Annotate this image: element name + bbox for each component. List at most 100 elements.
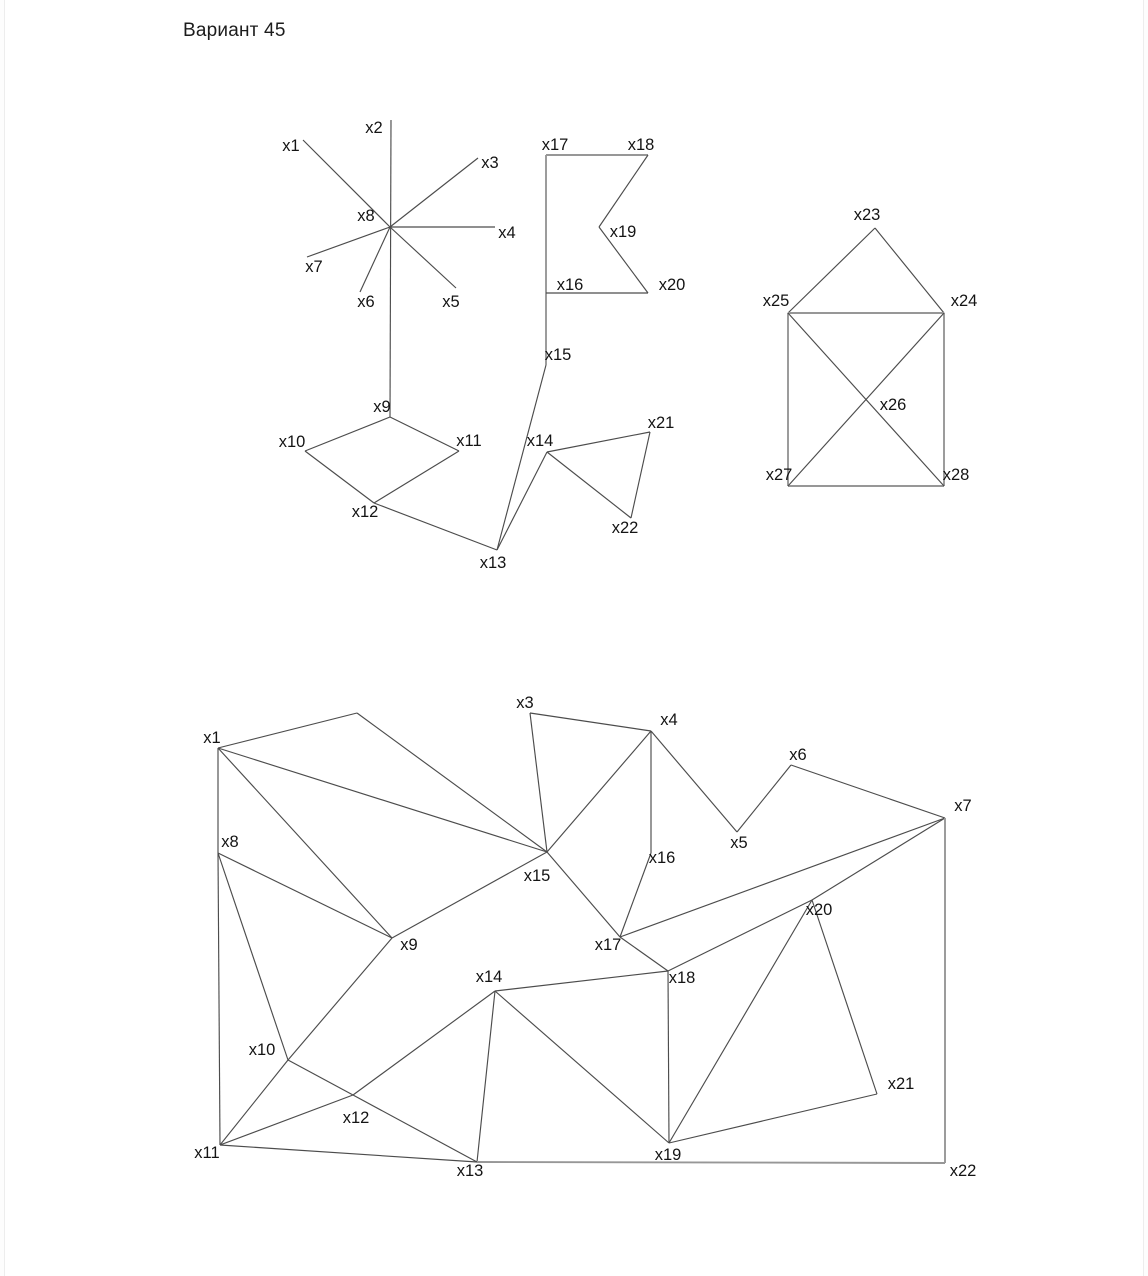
vertex-label-star-chain-flag-x1: x1 (282, 137, 299, 155)
edge-x19-x21 (668, 1093, 878, 1144)
vertex-label-main-graph-x4: x4 (660, 711, 677, 729)
edge-x5-x6 (736, 764, 792, 833)
edge-bend-x15 (356, 712, 548, 853)
vertex-label-star-chain-flag-x8: x8 (357, 207, 374, 225)
vertex-label-main-graph-x21: x21 (888, 1075, 915, 1093)
vertex-label-main-graph-x20: x20 (806, 901, 833, 919)
vertex-label-star-chain-flag-x16: x16 (557, 276, 584, 294)
vertex-label-main-graph-x9: x9 (400, 936, 417, 954)
vertex-label-main-graph-x7: x7 (954, 797, 971, 815)
edge-x12-x13 (352, 1094, 478, 1163)
edge-x1-x9 (217, 747, 393, 939)
vertex-label-star-chain-flag-x3: x3 (481, 154, 498, 172)
vertex-label-house-x23: x23 (854, 206, 881, 224)
vertex-label-star-chain-flag-x4: x4 (498, 224, 515, 242)
edge-x8-x11 (217, 852, 221, 1146)
vertex-label-main-graph-x1: x1 (203, 729, 220, 747)
vertex-label-main-graph-x13: x13 (457, 1162, 484, 1180)
edge-x19-x20 (668, 899, 813, 1144)
edge-x9-x11 (389, 416, 460, 452)
vertex-label-main-graph-x8: x8 (221, 833, 238, 851)
edge-center-tip3 (389, 157, 479, 228)
edge-x13-x14 (496, 451, 548, 551)
edge-x8-x9 (217, 852, 393, 939)
vertex-label-house-x26: x26 (880, 396, 907, 414)
edge-x9-x10 (287, 937, 393, 1061)
vertex-label-house-x27: x27 (766, 466, 793, 484)
vertex-label-star-chain-flag-x17: x17 (542, 136, 569, 154)
vertex-label-main-graph-x14: x14 (476, 968, 503, 986)
edge-x1-bend (217, 712, 358, 749)
edge-x10-x12 (287, 1059, 354, 1096)
vertex-label-star-chain-flag-x6: x6 (357, 293, 374, 311)
edge-x9-x10 (304, 416, 391, 452)
vertex-label-main-graph-x16: x16 (649, 849, 676, 867)
edge-x10-x11 (219, 1059, 289, 1146)
vertex-label-star-chain-flag-x18: x18 (628, 136, 655, 154)
vertex-label-house-x25: x25 (763, 292, 790, 310)
edge-x23-x25 (787, 227, 876, 314)
edge-x21-x22 (630, 431, 651, 519)
document-page (4, 0, 1144, 1276)
vertex-label-star-chain-flag-x10: x10 (279, 433, 306, 451)
edge-x11-x13 (219, 1144, 478, 1163)
vertex-label-main-graph-x11: x11 (194, 1144, 219, 1162)
vertex-label-star-chain-flag-x19: x19 (610, 223, 637, 241)
edge-center-tip6 (359, 226, 391, 293)
edge-x1-x15 (217, 747, 548, 853)
edge-x10-x12 (304, 450, 375, 504)
vertex-label-star-chain-flag-x22: x22 (612, 519, 639, 537)
edge-tip2-x9 (389, 119, 392, 418)
edge-x17-x18 (619, 936, 669, 972)
edge-x19-x20 (598, 226, 649, 294)
edge-x18-x19 (667, 970, 670, 1144)
edge-x12-x13 (373, 502, 498, 551)
edge-x11-x12 (373, 450, 460, 504)
edge-x13-x14 (476, 990, 496, 1163)
edge-center-tip5 (389, 226, 457, 289)
vertex-label-star-chain-flag-x5: x5 (442, 293, 459, 311)
edge-x14-x21 (546, 431, 651, 453)
edge-x3-x15 (529, 712, 548, 853)
edge-x6-x7 (790, 764, 946, 819)
edge-x4-x5 (650, 730, 738, 833)
vertex-label-main-graph-x6: x6 (789, 746, 806, 764)
edge-x12-x14 (352, 990, 496, 1096)
vertex-label-main-graph-x3: x3 (516, 694, 533, 712)
vertex-label-main-graph-x22: x22 (950, 1162, 977, 1180)
edge-x14-x22 (546, 451, 632, 519)
vertex-label-main-graph-x5: x5 (730, 834, 747, 852)
vertex-label-star-chain-flag-x20: x20 (659, 276, 686, 294)
vertex-label-star-chain-flag-x14: x14 (527, 432, 554, 450)
vertex-label-house-x28: x28 (943, 466, 970, 484)
vertex-label-main-graph-x10: x10 (249, 1041, 276, 1059)
edge-x18-x20 (667, 899, 813, 972)
edge-x14-x19 (494, 990, 670, 1144)
edge-x18-x19 (598, 154, 649, 228)
vertex-label-star-chain-flag-x15: x15 (545, 346, 572, 364)
edge-x7-x20 (811, 817, 946, 901)
vertex-label-main-graph-x17: x17 (595, 936, 622, 954)
vertex-label-star-chain-flag-x7: x7 (305, 258, 322, 276)
edge-x16-x17 (619, 852, 652, 938)
vertex-label-star-chain-flag-x21: x21 (648, 414, 675, 432)
vertex-label-star-chain-flag-x11: x11 (456, 432, 481, 450)
variant-title: Вариант 45 (183, 20, 286, 41)
edge-x4-x15 (546, 730, 652, 853)
edge-x9-x15 (391, 851, 548, 939)
edge-x20-x21 (811, 899, 878, 1095)
edge-x14-x18 (494, 970, 669, 992)
edge-x13-x15 (496, 364, 547, 551)
vertex-label-main-graph-x12: x12 (343, 1109, 370, 1127)
vertex-label-main-graph-x18: x18 (669, 969, 696, 987)
vertex-label-main-graph-x15: x15 (524, 867, 551, 885)
vertex-label-main-graph-x19: x19 (655, 1146, 682, 1164)
vertex-label-star-chain-flag-x9: x9 (373, 398, 390, 416)
edge-x13-x22 (476, 1161, 946, 1164)
figure-main-graph: x1 x3 x4 x5 x6 x7 x8 x9 x10 x11 x12 x13 x14 x15 x16 x17… (194, 694, 976, 1180)
vertex-label-star-chain-flag-x13: x13 (480, 554, 507, 572)
edge-x7-x17 (619, 817, 946, 938)
edge-x23-x24 (874, 227, 945, 314)
